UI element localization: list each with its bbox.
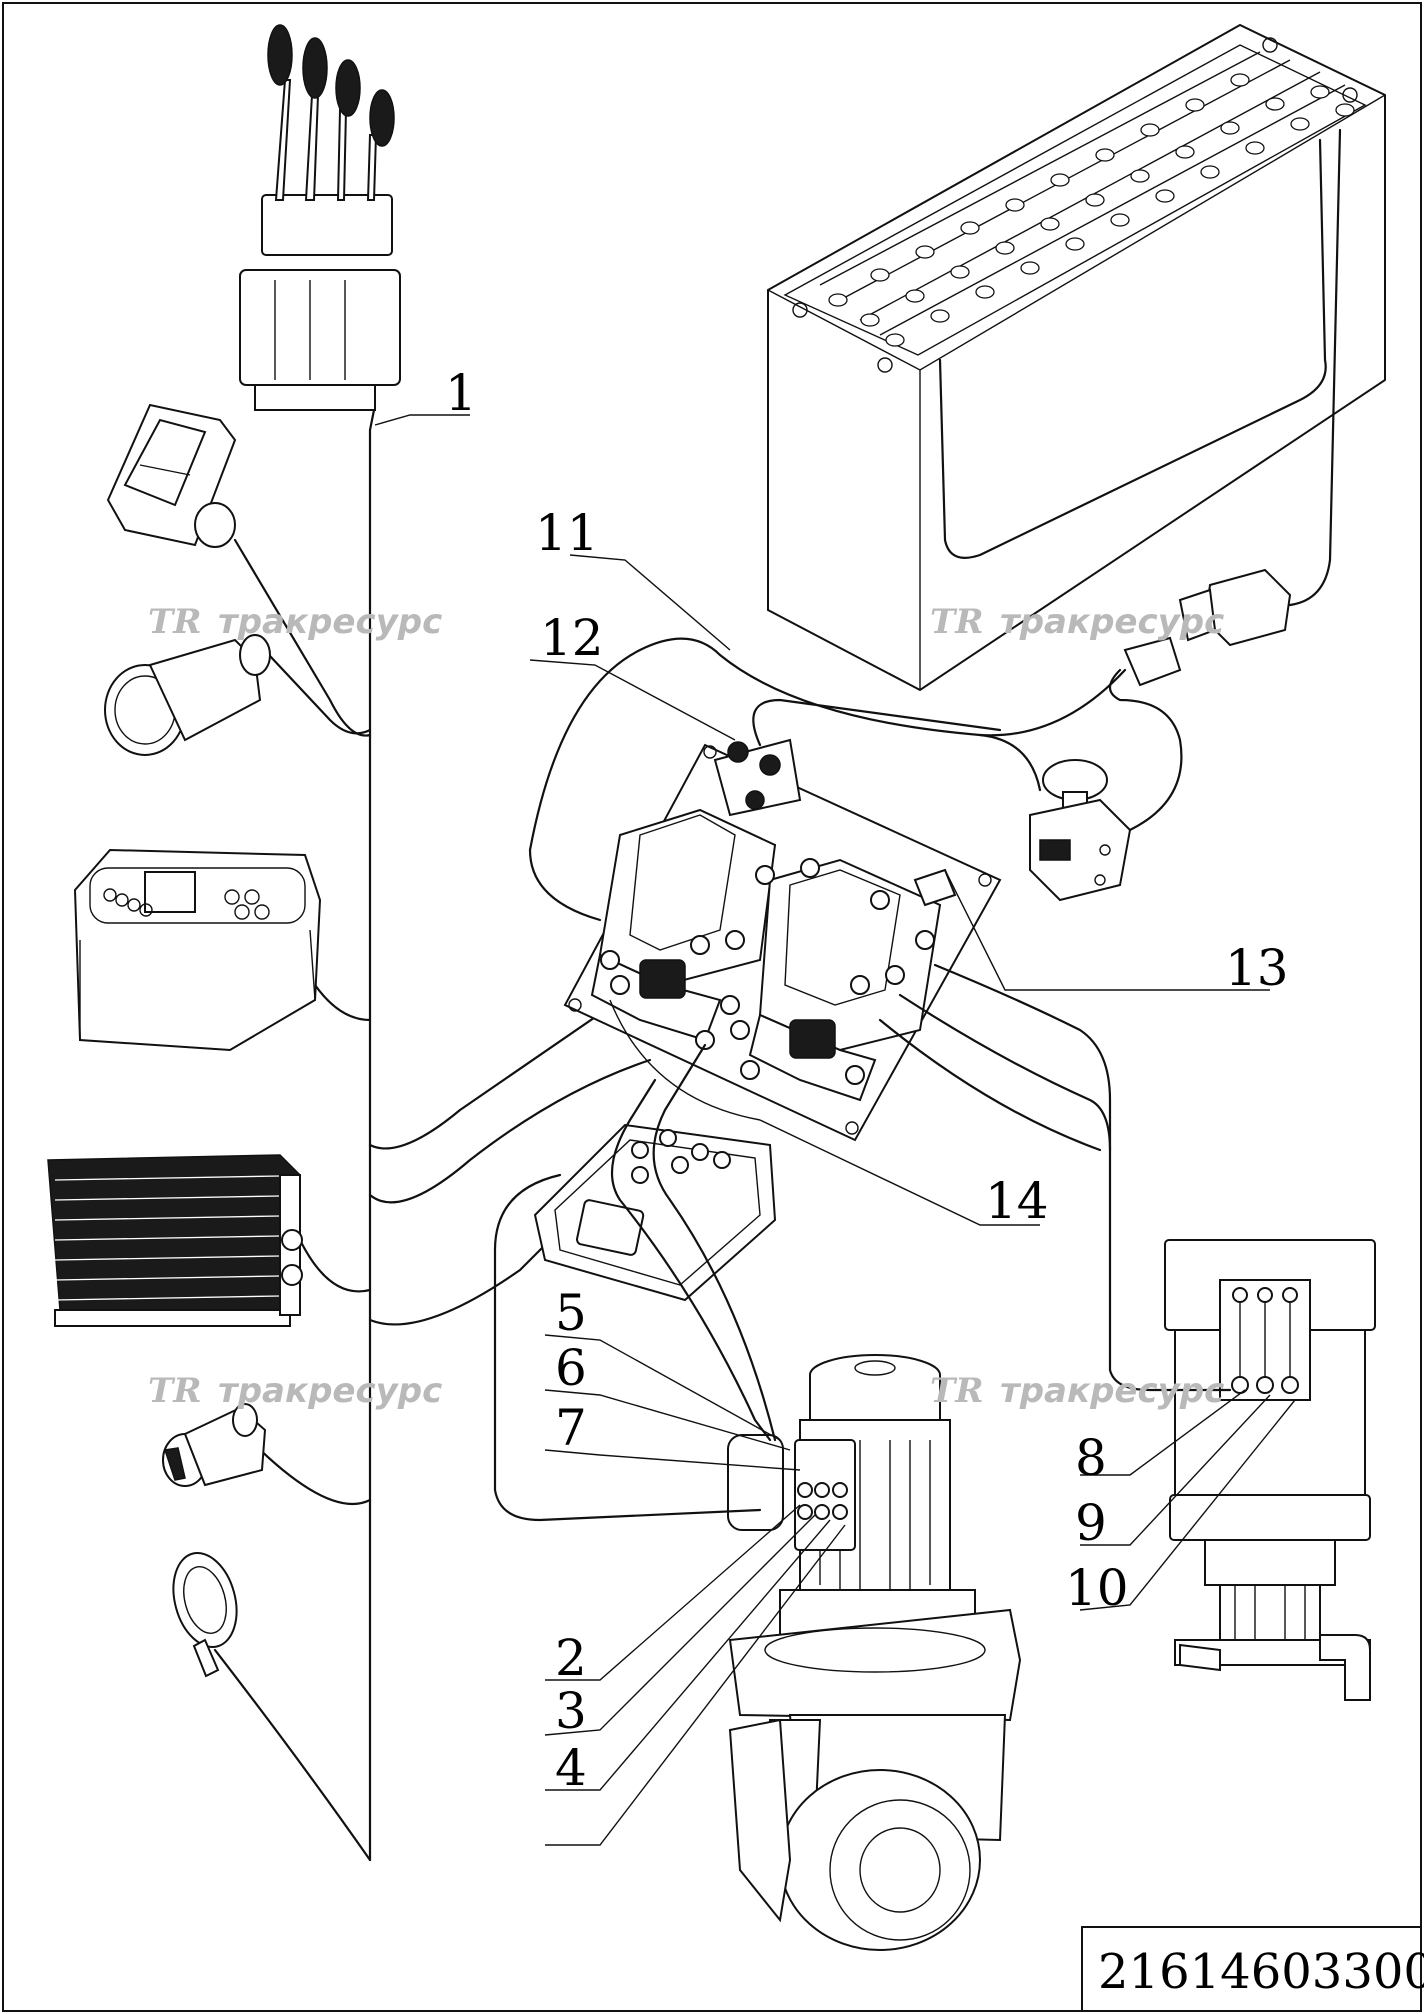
watermark-text: тракресурс <box>218 602 442 642</box>
callout-labels: 1 11 12 13 14 5 6 7 2 3 4 8 9 10 <box>445 364 1289 1797</box>
key-switch <box>162 1403 267 1487</box>
hydraulic-valve-block <box>239 24 401 411</box>
emergency-stop-switch <box>1029 759 1132 902</box>
watermark-logo: TR <box>148 1371 202 1411</box>
cable-battery-to-board <box>528 637 1127 922</box>
callout-13: 13 <box>1225 939 1289 997</box>
cable-board-to-motor-1 <box>610 1078 772 1442</box>
callout-3: 3 <box>555 1682 587 1740</box>
drawing-number: 216146033003 <box>1098 1944 1424 2000</box>
callout-7: 7 <box>555 1399 587 1457</box>
callout-1: 1 <box>445 364 477 422</box>
watermark-logo: TR <box>148 602 202 642</box>
branch-horn <box>213 1648 372 1862</box>
watermark-3: TR тракресурс <box>148 1371 442 1411</box>
cable-estop-to-connector <box>1108 668 1183 832</box>
branch-controller <box>298 1238 372 1293</box>
cable-battery-to-estop <box>978 733 1042 792</box>
watermark-1: TR тракресурс <box>148 602 442 642</box>
callout-9: 9 <box>1075 1494 1107 1552</box>
harness-trunk <box>368 403 377 1862</box>
watermark-logo: TR <box>930 1371 984 1411</box>
branch-to-module-2 <box>368 1058 652 1204</box>
cable-board-to-pump-3 <box>878 1018 1102 1152</box>
branch-to-module-1 <box>368 998 622 1150</box>
battery-cell-caps <box>828 73 1355 347</box>
branch-push-button <box>253 638 372 735</box>
callout-5: 5 <box>555 1284 587 1342</box>
cable-board-to-pump-1 <box>933 963 1232 1392</box>
rocker-switch <box>106 403 237 548</box>
pump-motor-assembly <box>1164 1239 1376 1701</box>
push-button <box>104 634 271 756</box>
control-levers <box>267 24 395 201</box>
battery-connector <box>1123 568 1292 687</box>
branch-to-small-controller <box>368 1228 562 1326</box>
cable-board-to-pump-2 <box>898 993 1112 1152</box>
display-unit <box>73 848 322 1052</box>
callout-2: 2 <box>555 1629 587 1687</box>
horn <box>172 1551 238 1678</box>
callout-10: 10 <box>1065 1559 1129 1617</box>
callout-14: 14 <box>985 1172 1049 1230</box>
branch-display <box>313 983 372 1022</box>
cable-aux-loop <box>493 1173 762 1522</box>
main-controller <box>47 1154 303 1327</box>
drive-motor-assembly <box>727 1354 1022 1951</box>
callout-6: 6 <box>555 1339 587 1397</box>
branch-rocker-switch <box>233 538 372 737</box>
auxiliary-controller <box>533 1123 777 1302</box>
watermark-text: тракресурс <box>1000 1371 1224 1411</box>
cable-board-to-contactor <box>752 698 1002 747</box>
watermark-4: TR тракресурс <box>930 1371 1224 1411</box>
battery <box>767 23 1386 692</box>
watermark-2: TR тракресурс <box>930 602 1224 642</box>
drawing-number-box: 216146033003 <box>1081 1926 1424 2012</box>
callout-4: 4 <box>555 1739 587 1797</box>
callout-12: 12 <box>540 609 604 667</box>
cable-board-to-motor-2 <box>652 1043 777 1442</box>
watermark-text: тракресурс <box>218 1371 442 1411</box>
callout-11: 11 <box>535 504 599 562</box>
motor-controller-board <box>563 738 1002 1142</box>
leader-lines <box>374 414 1296 1846</box>
branch-key-switch <box>248 1438 372 1506</box>
watermark-text: тракресурс <box>1000 602 1224 642</box>
callout-8: 8 <box>1075 1429 1107 1487</box>
watermark-logo: TR <box>930 602 984 642</box>
